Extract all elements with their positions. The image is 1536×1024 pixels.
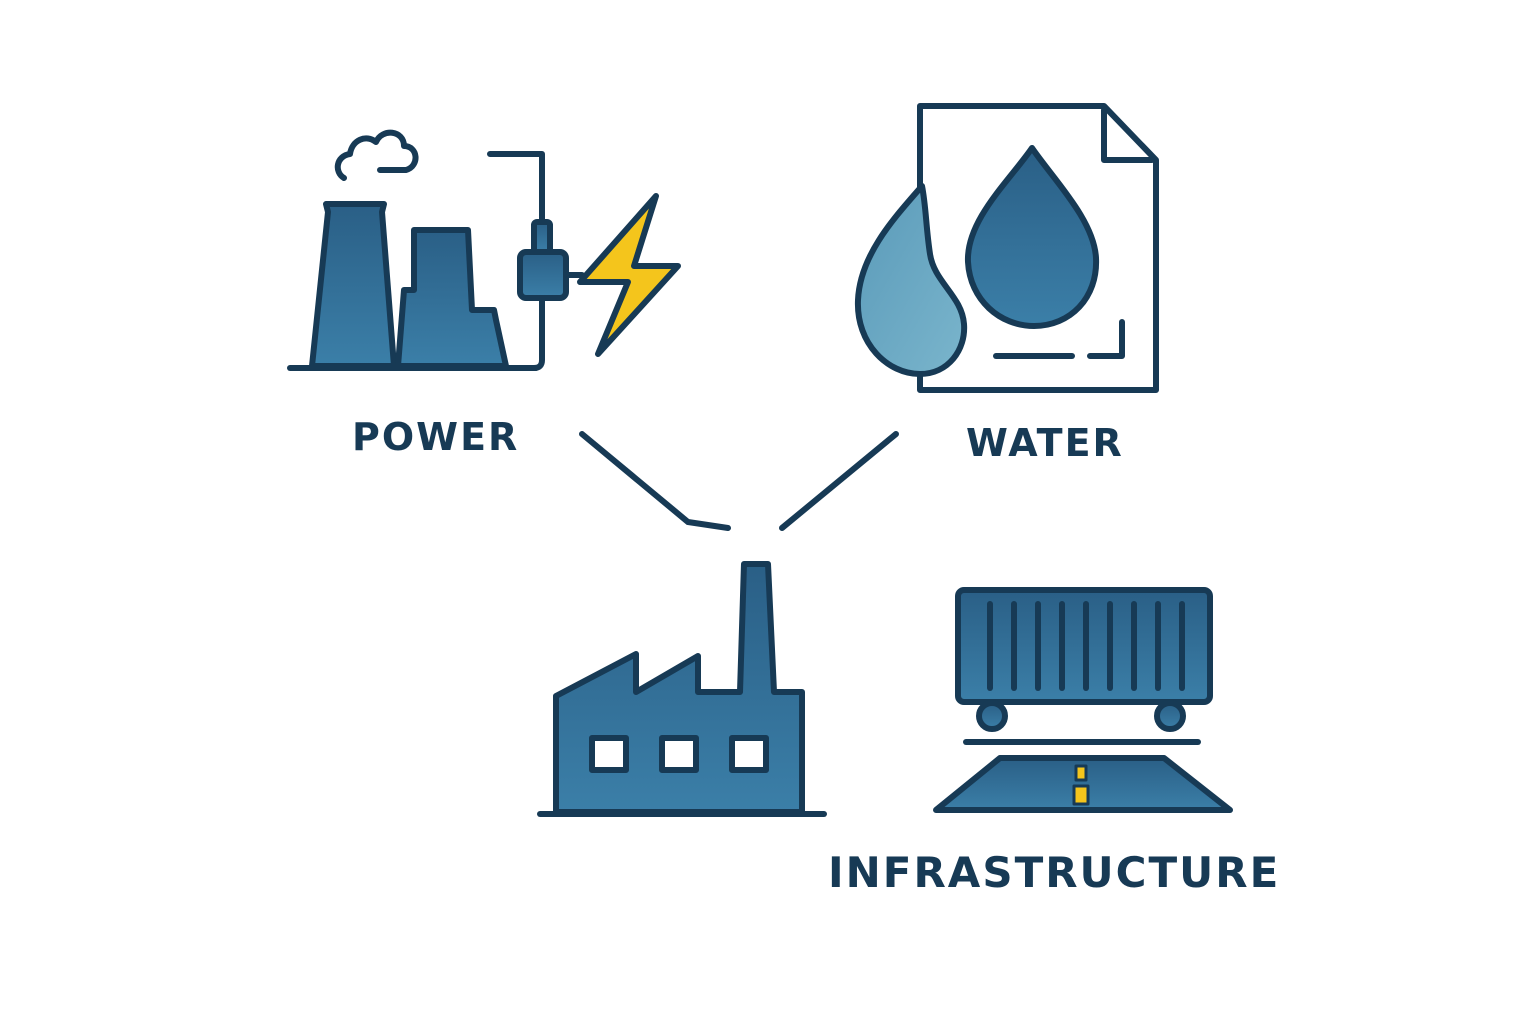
shipping-container-road-icon <box>933 587 1233 813</box>
wheel-icon <box>1154 700 1186 732</box>
document-fold <box>1101 107 1155 163</box>
edge-water-industry <box>779 431 899 531</box>
road-marking <box>1074 764 1088 782</box>
cooling-tower-left <box>309 201 397 369</box>
factory-building <box>553 561 805 815</box>
power-plant-icon <box>287 129 681 371</box>
water-drop-outer-icon <box>854 183 968 377</box>
factory-icon <box>537 561 827 817</box>
connector-lines <box>579 431 899 531</box>
lightning-bolt-icon <box>577 193 681 357</box>
edge-power-industry <box>579 431 731 531</box>
document-corner-mark <box>1087 319 1125 359</box>
wheel-icon <box>976 700 1008 732</box>
smoke-cloud-icon <box>334 129 419 181</box>
infrastructure-label: INFRASTRUCTURE <box>828 848 1281 897</box>
factory-window <box>659 735 699 773</box>
road <box>933 755 1233 813</box>
road-marking <box>1072 784 1090 806</box>
factory-window <box>589 735 629 773</box>
water-drop-inner-icon <box>964 145 1100 329</box>
cooling-tower-right <box>395 227 509 369</box>
plug-connector <box>517 249 569 301</box>
container-ribs <box>987 601 1185 691</box>
power-cable <box>487 151 545 371</box>
water-document-icon <box>854 103 1159 393</box>
plug-icon <box>531 219 553 255</box>
water-label: WATER <box>966 421 1124 465</box>
power-label: POWER <box>352 415 520 459</box>
factory-window <box>729 735 769 773</box>
